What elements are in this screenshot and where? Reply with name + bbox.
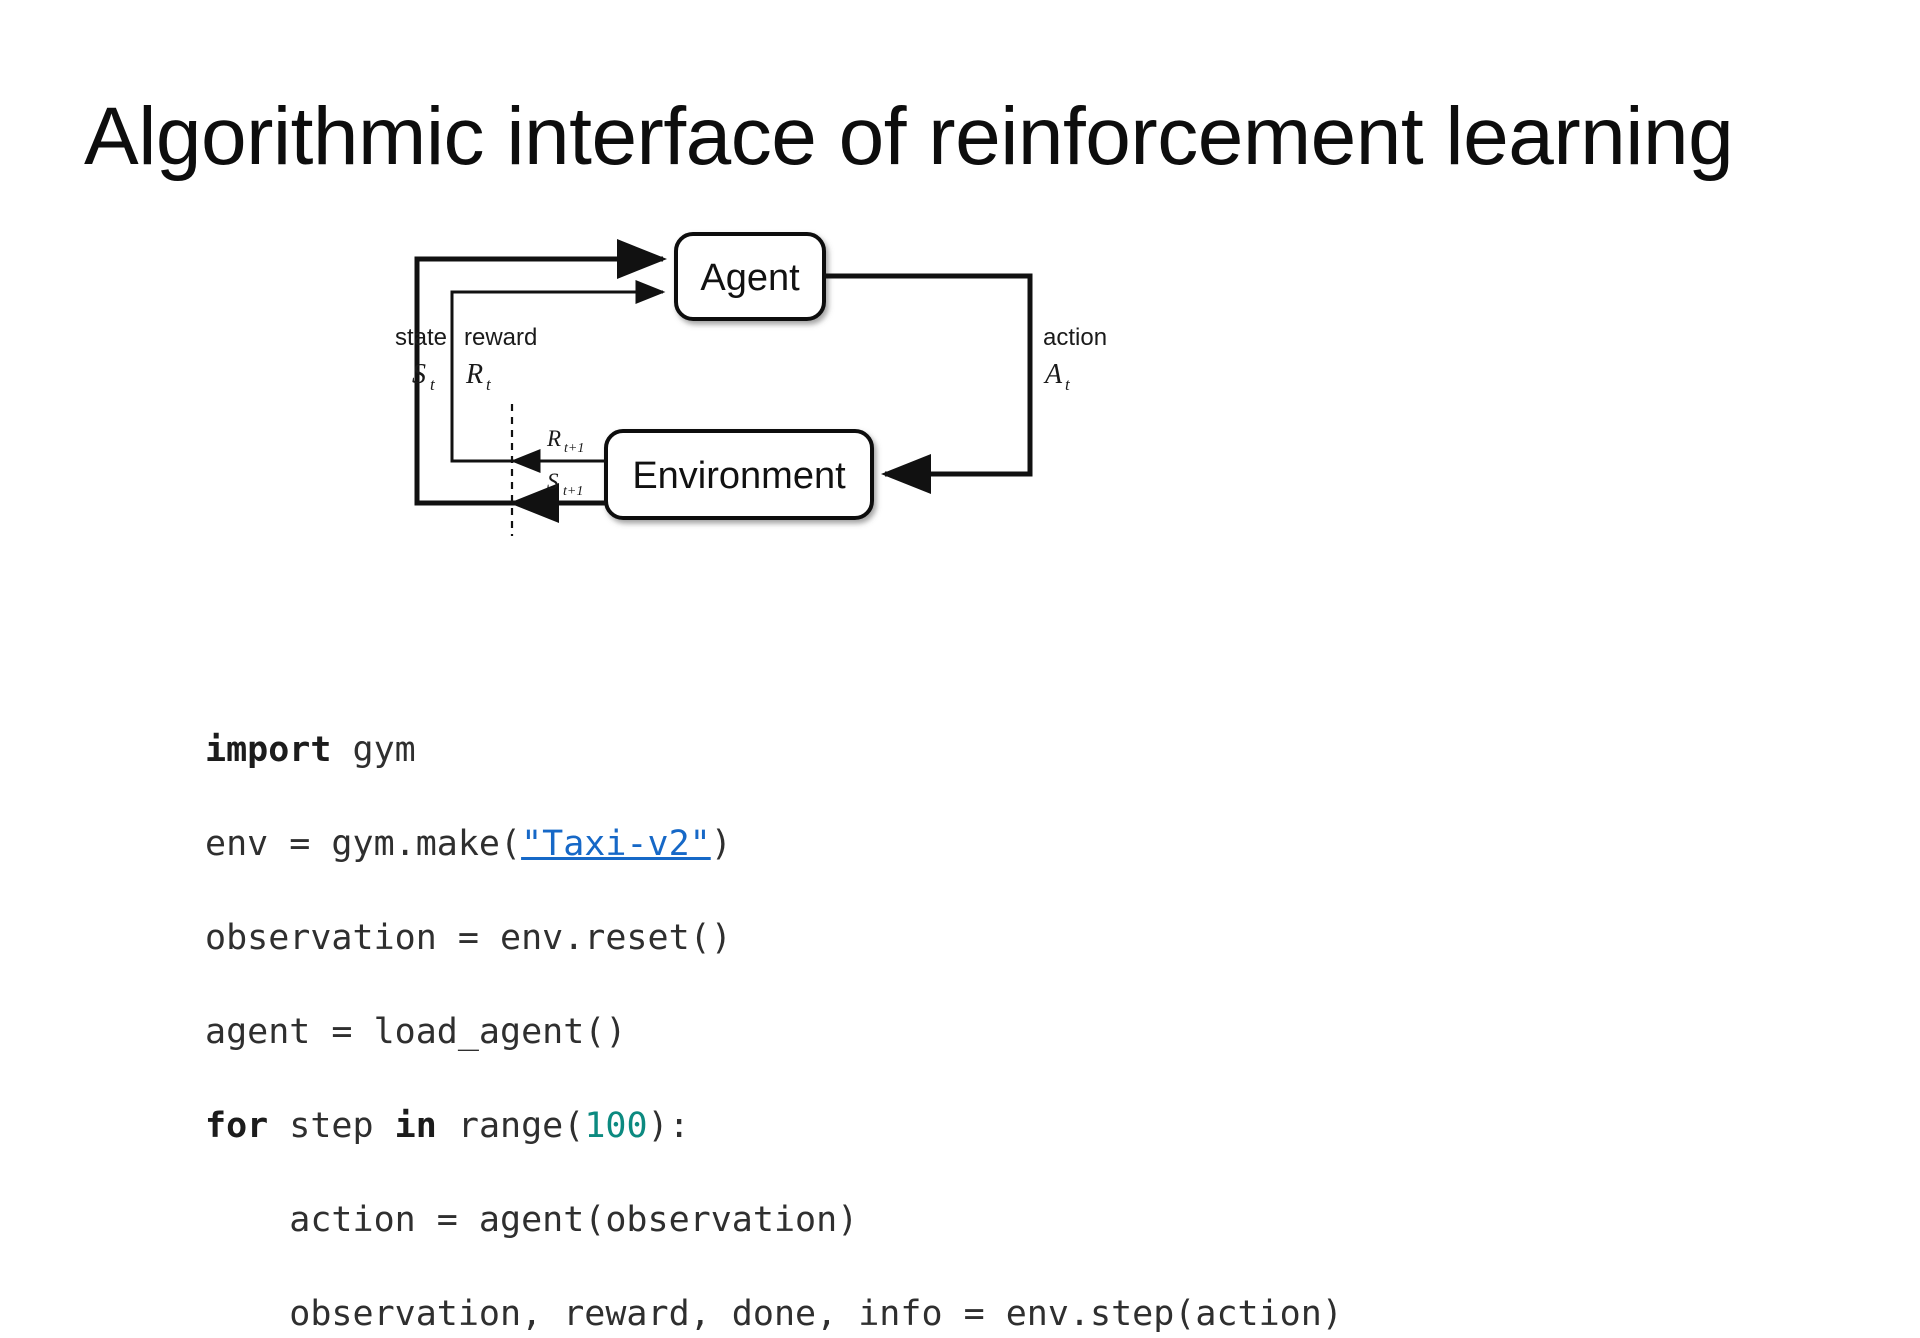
action-edge-path <box>824 273 1033 494</box>
next-state-label-symbol: S <box>547 469 559 494</box>
code-line: env = gym.make("Taxi-v2") <box>205 821 1343 868</box>
code-text: step <box>268 1106 395 1146</box>
state-label-word: state <box>395 324 447 351</box>
code-line: import gym <box>205 727 1343 774</box>
reward-edge-path <box>450 280 666 463</box>
next-reward-label: R t+1 <box>546 426 584 456</box>
next-reward-label-symbol: R <box>546 426 561 451</box>
code-keyword: import <box>205 730 332 770</box>
environment-box-label: Environment <box>632 455 846 497</box>
code-text: env = gym.make( <box>205 824 522 864</box>
state-label: state S t <box>395 324 447 394</box>
rl-loop-diagram: Agent Environment state S t reward R <box>395 218 1475 548</box>
agent-box-label: Agent <box>700 257 800 299</box>
reward-label-word: reward <box>464 324 537 351</box>
action-label-word: action <box>1043 324 1107 351</box>
next-state-label-subscript: t+1 <box>563 484 583 499</box>
reward-label-symbol: R <box>465 359 483 390</box>
code-text: observation, reward, done, info = env.st… <box>205 1294 1343 1334</box>
page-title: Algorithmic interface of reinforcement l… <box>84 90 1734 182</box>
code-line: observation = env.reset() <box>205 915 1343 962</box>
code-text: ): <box>647 1106 690 1146</box>
code-text: gym <box>331 730 416 770</box>
state-label-subscript: t <box>430 375 436 394</box>
action-label-subscript: t <box>1065 375 1071 394</box>
node-environment: Environment <box>604 429 874 520</box>
next-reward-label-subscript: t+1 <box>564 441 584 456</box>
code-keyword: in <box>394 1106 437 1146</box>
code-line: for step in range(100): <box>205 1103 1343 1150</box>
code-text: observation = env.reset() <box>205 918 732 958</box>
code-line: action = agent(observation) <box>205 1197 1343 1244</box>
action-label-symbol: A <box>1043 359 1063 390</box>
code-snippet: import gym env = gym.make("Taxi-v2") obs… <box>205 727 1343 1338</box>
state-label-symbol: S <box>412 359 426 390</box>
agent-environment-diagram: Agent Environment state S t reward R <box>395 232 1107 536</box>
code-line: observation, reward, done, info = env.st… <box>205 1291 1343 1338</box>
code-text: agent = load_agent() <box>205 1012 627 1052</box>
code-keyword: for <box>205 1106 269 1146</box>
code-link-taxi-v2[interactable]: "Taxi-v2" <box>521 824 711 864</box>
environment-box <box>604 429 874 520</box>
next-state-label: S t+1 <box>547 469 583 499</box>
code-line: agent = load_agent() <box>205 1009 1343 1056</box>
state-edge-path <box>414 239 668 506</box>
code-number: 100 <box>584 1106 648 1146</box>
action-label: action A t <box>1043 324 1107 394</box>
code-text: range( <box>436 1106 585 1146</box>
node-agent: Agent <box>674 232 826 321</box>
reward-label-subscript: t <box>486 375 492 394</box>
code-text: action = agent(observation) <box>205 1200 859 1240</box>
reward-label: reward R t <box>464 324 537 394</box>
code-text: ) <box>710 824 732 864</box>
